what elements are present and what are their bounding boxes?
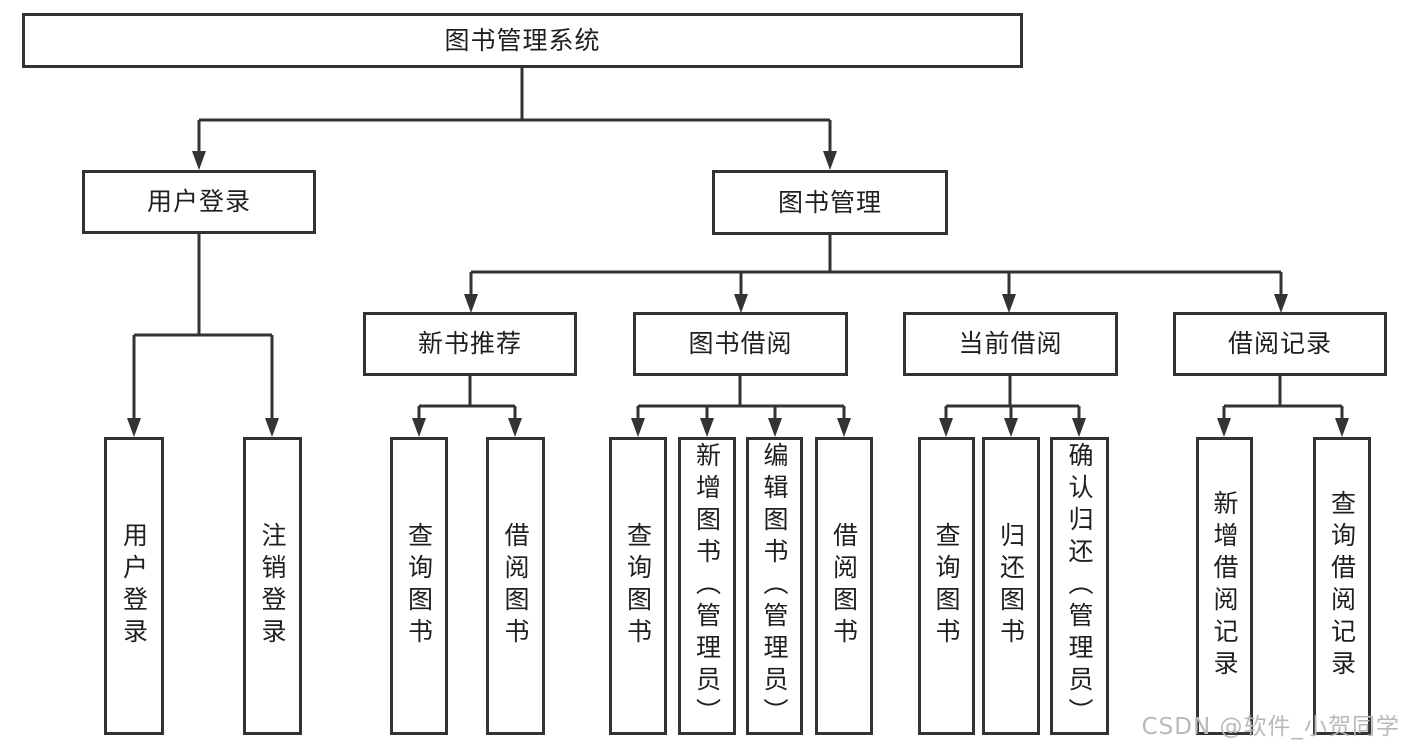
leaf-search-books-current: 查询图书 <box>918 437 975 735</box>
node-borrowing-records: 借阅记录 <box>1173 312 1387 376</box>
node-label: 查询借阅记录 <box>1327 490 1357 682</box>
arrowheads <box>127 151 1349 437</box>
node-label: 当前借阅 <box>958 329 1063 358</box>
node-label: 新增借阅记录 <box>1210 490 1239 682</box>
node-label: 查询图书 <box>623 522 653 650</box>
node-label: 查询图书 <box>404 522 434 650</box>
node-book-borrowing: 图书借阅 <box>633 312 848 376</box>
node-label: 归还图书 <box>996 522 1026 650</box>
node-label: 编辑图书（管理员） <box>760 442 789 730</box>
leaf-borrow-books-borrowing: 借阅图书 <box>815 437 873 735</box>
leaf-borrow-books-recommend: 借阅图书 <box>486 437 545 735</box>
csdn-watermark: CSDN @软件_小贺同学 <box>1141 714 1400 740</box>
node-label: 借阅图书 <box>501 522 530 650</box>
leaf-return-books: 归还图书 <box>982 437 1040 735</box>
node-user-login: 用户登录 <box>82 170 316 234</box>
node-label: 查询图书 <box>932 522 961 650</box>
leaf-search-books-recommend: 查询图书 <box>390 437 448 735</box>
node-label: 新书推荐 <box>417 329 522 358</box>
leaf-add-book-admin: 新增图书（管理员） <box>678 437 736 735</box>
node-current-borrowing: 当前借阅 <box>903 312 1118 376</box>
leaf-search-borrow-record: 查询借阅记录 <box>1313 437 1371 735</box>
node-label: 图书管理 <box>777 187 882 217</box>
node-label: 用户登录 <box>119 522 149 650</box>
node-label: 借阅图书 <box>829 522 859 650</box>
node-label: 新增图书（管理员） <box>692 442 722 730</box>
node-label: 图书借阅 <box>688 329 793 358</box>
node-label: 确认归还（管理员） <box>1065 442 1094 730</box>
leaf-logout: 注销登录 <box>243 437 302 735</box>
node-book-management: 图书管理 <box>712 170 948 235</box>
node-label: 借阅记录 <box>1227 329 1332 358</box>
leaf-user-login: 用户登录 <box>104 437 164 735</box>
connector-path <box>132 68 1344 421</box>
node-library-management-system: 图书管理系统 <box>22 13 1023 68</box>
node-label: 用户登录 <box>146 187 251 216</box>
leaf-search-books-borrowing: 查询图书 <box>609 437 667 735</box>
leaf-edit-book-admin: 编辑图书（管理员） <box>746 437 803 735</box>
leaf-add-borrow-record: 新增借阅记录 <box>1196 437 1253 735</box>
node-label: 图书管理系统 <box>444 25 601 55</box>
node-new-book-recommendation: 新书推荐 <box>363 312 577 376</box>
node-label: 注销登录 <box>258 522 287 650</box>
leaf-confirm-return-admin: 确认归还（管理员） <box>1050 437 1109 735</box>
